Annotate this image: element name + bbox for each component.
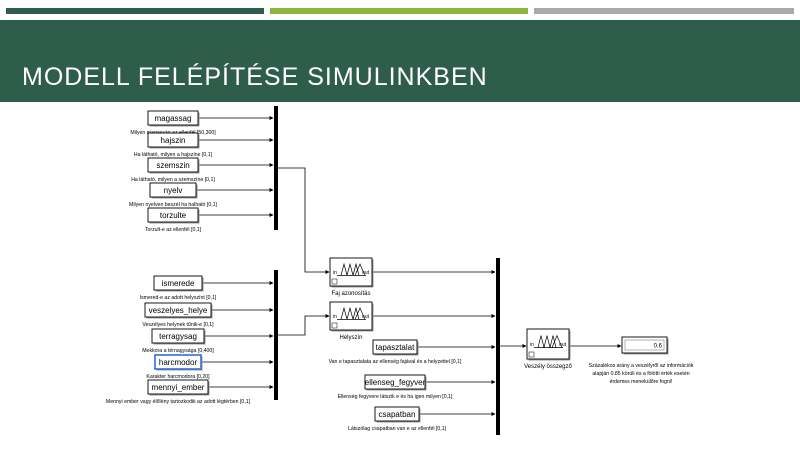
display-block[interactable]: 0.6 xyxy=(621,336,669,355)
membership-shape xyxy=(340,262,348,276)
membership-shape xyxy=(346,262,354,276)
block-caption: Helyszín xyxy=(339,335,362,341)
block-description: Mekkora a térnagysága [0,400] xyxy=(142,348,214,354)
block-description: Ha látható, milyen a hajszíne [0,1] xyxy=(134,152,213,158)
block-label: nyelv xyxy=(164,186,183,195)
port-in-label: in xyxy=(333,270,337,276)
signal-wire xyxy=(278,167,330,274)
accent-bar-dark xyxy=(6,8,264,14)
block-frame xyxy=(151,328,205,344)
block-frame xyxy=(147,379,209,395)
block-label: torzulte xyxy=(160,211,187,220)
link-icon xyxy=(528,351,535,358)
block-description: Mennyi ember vagy élőlény tartozkodik az… xyxy=(106,399,251,405)
block-label: magassag xyxy=(155,114,192,123)
signal-wire xyxy=(278,314,330,336)
display-value: 0.6 xyxy=(654,344,663,350)
block-frame xyxy=(147,157,199,173)
block-frame xyxy=(153,275,203,291)
port-out-label: out xyxy=(362,270,370,276)
block-description: Milyen nyelven beszél ha halható [0,1] xyxy=(129,202,218,208)
block-description: Ellenség fegyvere látszik e és ha igen m… xyxy=(338,394,453,400)
membership-shape xyxy=(549,335,557,348)
block-caption: Veszély összegző xyxy=(524,364,572,370)
block-frame xyxy=(144,302,212,318)
block-label: terragysag xyxy=(159,332,197,341)
block-frame xyxy=(147,207,199,223)
block-description: Ismered-e az adott helyszínt [0,1] xyxy=(140,295,217,301)
block-description: Torzult-e az ellenfél [0,1] xyxy=(145,227,202,233)
constant-block-hajszin[interactable]: hajszin Ha látható, milyen a hajszíne [0,… xyxy=(134,132,213,158)
port-out-label: out xyxy=(559,342,567,348)
block-label: veszelyes_helye xyxy=(149,306,208,315)
block-label: csapatban xyxy=(379,410,416,419)
block-frame xyxy=(374,406,420,422)
port-out-label: out xyxy=(362,314,370,320)
block-label: szemszin xyxy=(156,161,189,170)
mux-bar-1 xyxy=(274,106,278,230)
block-frame xyxy=(372,339,418,355)
link-icon xyxy=(331,278,338,285)
block-label: harcmodor xyxy=(159,358,198,367)
block-frame xyxy=(147,110,199,126)
block-description: Ha látható, milyen a szemszíne [0,1] xyxy=(131,177,215,183)
slide-title: MODELL FELÉPÍTÉSE SIMULINKBEN xyxy=(22,63,488,91)
accent-bar-gray xyxy=(534,8,794,14)
membership-shape xyxy=(340,306,348,320)
mux-bar-3 xyxy=(496,258,500,435)
membership-shape xyxy=(352,262,360,276)
port-in-label: in xyxy=(333,314,337,320)
membership-shape xyxy=(346,306,354,320)
block-caption: Faj azonosítás xyxy=(331,291,370,297)
block-label: ismerede xyxy=(162,279,195,288)
mux-bar-2 xyxy=(274,270,278,400)
block-frame xyxy=(149,182,197,198)
membership-shape xyxy=(537,335,545,348)
link-icon xyxy=(331,322,338,329)
membership-shape xyxy=(354,263,366,276)
constant-block-szemszin[interactable]: szemszin Ha látható, milyen a szemszíne [… xyxy=(131,157,215,183)
block-frame xyxy=(147,132,199,148)
display-description-line: alapján 0.85 körüli és a fölötti érték e… xyxy=(592,371,689,377)
slide-header xyxy=(0,20,800,102)
accent-bar-green xyxy=(270,8,528,14)
block-label: ellenseg_fegyver xyxy=(365,378,426,387)
block-description: Karakter harcmodora [0,20] xyxy=(146,374,210,380)
block-label: tapasztalat xyxy=(376,343,415,352)
block-label: hajszin xyxy=(161,136,186,145)
port-in-label: in xyxy=(530,342,534,348)
block-frame xyxy=(154,354,202,370)
membership-shape xyxy=(551,334,563,348)
block-frame xyxy=(364,374,426,390)
membership-shape xyxy=(354,307,366,320)
display-description-line: érdemes menekülőre fogni! xyxy=(610,379,673,385)
membership-shape xyxy=(543,335,551,348)
block-description: Veszélyes helynek tűnik-e [0,1] xyxy=(142,322,214,328)
display-description-line: Százalékos arány a veszélyről az informá… xyxy=(589,363,694,369)
display-screen xyxy=(624,339,665,351)
block-description: Van e tapasztalata az ellenség fajával é… xyxy=(329,359,462,365)
block-description: Látszólag csapatban van e az ellenfél [0… xyxy=(348,426,447,432)
membership-shape xyxy=(352,306,360,320)
block-label: mennyi_ember xyxy=(152,383,205,392)
